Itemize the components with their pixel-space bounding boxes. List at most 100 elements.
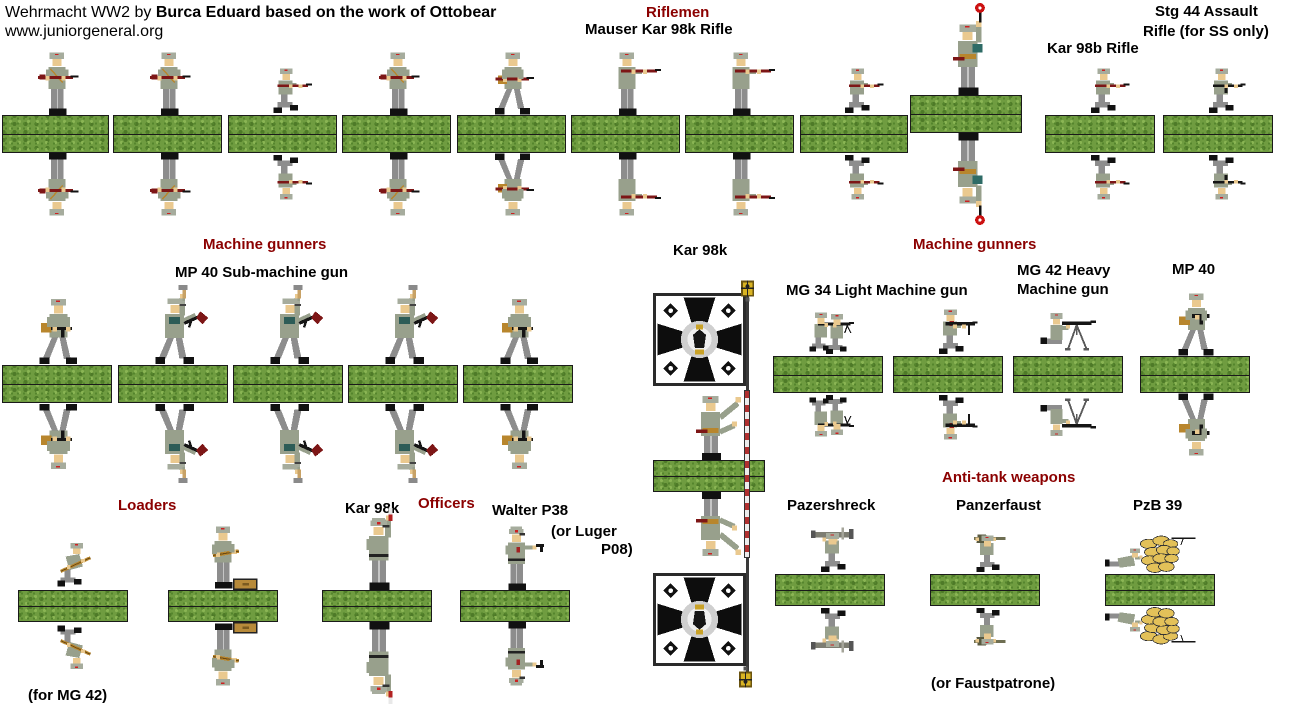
miniature-rifleman-8-back <box>800 153 908 217</box>
grass-base-rifleman-1 <box>2 115 109 153</box>
miniature-rifleman-1-front <box>2 43 109 115</box>
miniature-kar98b-rifleman-front <box>1045 51 1155 115</box>
miniature-pzb39-gunner-sandbags-back <box>1105 606 1290 658</box>
miniature-mg42-kneeling-gunner-back <box>893 393 1003 457</box>
grass-base-mg42-kneeling-gunner <box>893 356 1003 393</box>
grass-base-mp40-marcher <box>1140 356 1250 393</box>
miniature-rifleman-2-front <box>113 43 222 115</box>
grass-base-rifleman-4 <box>342 115 451 153</box>
label-kar98k-center: Kar 98k <box>673 242 728 259</box>
miniature-rifleman-3-front <box>228 51 337 115</box>
miniature-stg44-rifleman-front <box>1163 51 1273 115</box>
miniature-rifleman-5-front <box>457 43 566 115</box>
miniature-rifleman-5-back <box>457 153 566 225</box>
grass-base-mp40-gunner-2 <box>118 365 228 403</box>
label-kar98k-officer: Kar 98k <box>345 500 400 517</box>
grass-base-rifleman-6 <box>571 115 680 153</box>
grass-base-mg42-tripod-gunner <box>1013 356 1123 393</box>
miniature-loader-1-front <box>18 528 128 590</box>
heading-officers: Officers <box>418 495 475 512</box>
miniature-loader-2-with-box-back <box>168 622 278 694</box>
miniature-officer-walter-p38-back <box>460 622 570 694</box>
sheet-title: Wehrmacht WW2 by Burca Eduard based on t… <box>5 3 496 22</box>
flag-pole-ribbon <box>744 390 750 558</box>
miniature-officer-walter-p38-front <box>460 518 570 590</box>
miniature-flag-bearer-front <box>653 380 765 460</box>
miniature-mg42-kneeling-gunner-front <box>893 292 1003 356</box>
grass-base-pzb39-gunner-sandbags <box>1105 574 1215 606</box>
label-mg34: MG 34 Light Machine gun <box>786 282 968 299</box>
miniature-mp40-gunner-5-front <box>463 289 573 365</box>
grass-base-mp40-gunner-1 <box>2 365 112 403</box>
miniature-officer-kar98k-front <box>322 508 432 590</box>
war-flag-bottom <box>653 573 746 666</box>
grass-base-kar98b-rifleman <box>1045 115 1155 153</box>
miniature-mp40-gunner-5-back <box>463 403 573 479</box>
miniature-panzerfaust-gunner-front <box>930 514 1040 574</box>
miniature-mp40-gunner-4-back <box>348 403 458 483</box>
label-pzb39: PzB 39 <box>1133 497 1183 514</box>
heading-riflemen: Riflemen <box>646 4 710 21</box>
miniature-pzb39-gunner-sandbags-front <box>1105 522 1290 574</box>
grass-base-signaler <box>910 95 1022 133</box>
heading-machine-gunners-left: Machine gunners <box>203 236 327 253</box>
miniature-rifleman-6-front <box>571 43 680 115</box>
miniature-mp40-gunner-2-front <box>118 285 228 365</box>
label-walter-p38: Walter P38 <box>492 502 569 519</box>
war-flag-top <box>653 293 746 386</box>
label-stg44-line2: Rifle (for SS only) <box>1143 23 1269 40</box>
miniature-mp40-gunner-3-front <box>233 285 343 365</box>
miniature-panzerfaust-gunner-back <box>930 606 1040 666</box>
heading-loaders: Loaders <box>118 497 177 514</box>
miniature-mp40-gunner-1-back <box>2 403 112 479</box>
title-author: Burca Eduard based on the work of Ottobe… <box>155 4 497 21</box>
miniature-signaler-front <box>910 3 1022 95</box>
title-prefix: Wehrmacht WW2 by <box>5 4 156 21</box>
label-mp40-right: MP 40 <box>1172 261 1216 278</box>
miniature-rifleman-4-back <box>342 153 451 225</box>
grass-base-officer-walter-p38 <box>460 590 570 622</box>
grass-base-mg34-team <box>773 356 883 393</box>
miniature-stg44-rifleman-back <box>1163 153 1273 217</box>
miniature-mp40-gunner-1-front <box>2 289 112 365</box>
grass-base-mp40-gunner-4 <box>348 365 458 403</box>
miniature-rifleman-8-front <box>800 51 908 115</box>
grass-base-rifleman-7 <box>685 115 794 153</box>
label-for-mg42: (for MG 42) <box>28 687 108 704</box>
miniature-mg42-tripod-gunner-back <box>1013 393 1123 455</box>
grass-base-panzerfaust-gunner <box>930 574 1040 606</box>
miniature-mp40-gunner-2-back <box>118 403 228 483</box>
heading-anti-tank: Anti-tank weapons <box>942 469 1076 486</box>
miniature-flag-bearer-back <box>653 492 765 572</box>
miniature-rifleman-7-back <box>685 153 794 225</box>
grass-base-rifleman-8 <box>800 115 908 153</box>
label-mg42-line1: MG 42 Heavy <box>1017 262 1111 279</box>
heading-machine-gunners-right: Machine gunners <box>913 236 1037 253</box>
label-kar98b: Kar 98b Rifle <box>1047 40 1139 57</box>
miniature-mg34-team-front <box>773 294 883 356</box>
miniature-panzerschreck-gunner-front <box>775 510 885 574</box>
label-luger-line2: P08) <box>601 541 633 558</box>
label-luger-line1: (or Luger <box>551 523 617 540</box>
miniature-rifleman-3-back <box>228 153 337 217</box>
grass-base-rifleman-2 <box>113 115 222 153</box>
miniature-rifleman-4-front <box>342 43 451 115</box>
miniature-signaler-back <box>910 133 1022 225</box>
miniature-officer-kar98k-back <box>322 622 432 704</box>
eagle-finial-top <box>738 278 757 302</box>
miniature-rifleman-7-front <box>685 43 794 115</box>
grass-base-stg44-rifleman <box>1163 115 1273 153</box>
label-pazershreck: Pazershreck <box>787 497 876 514</box>
miniature-mp40-marcher-back <box>1140 393 1250 465</box>
grass-base-mp40-gunner-5 <box>463 365 573 403</box>
website-text: www.juniorgeneral.org <box>5 23 164 40</box>
miniature-rifleman-2-back <box>113 153 222 225</box>
grass-base-panzerschreck-gunner <box>775 574 885 606</box>
grass-base-mp40-gunner-3 <box>233 365 343 403</box>
miniature-mp40-gunner-4-front <box>348 285 458 365</box>
grass-base-loader-1 <box>18 590 128 622</box>
label-faustpatrone: (or Faustpatrone) <box>931 675 1056 692</box>
miniature-mg34-team-back <box>773 393 883 455</box>
grass-base-officer-kar98k <box>322 590 432 622</box>
label-mg42-line2: Machine gun <box>1017 281 1109 298</box>
